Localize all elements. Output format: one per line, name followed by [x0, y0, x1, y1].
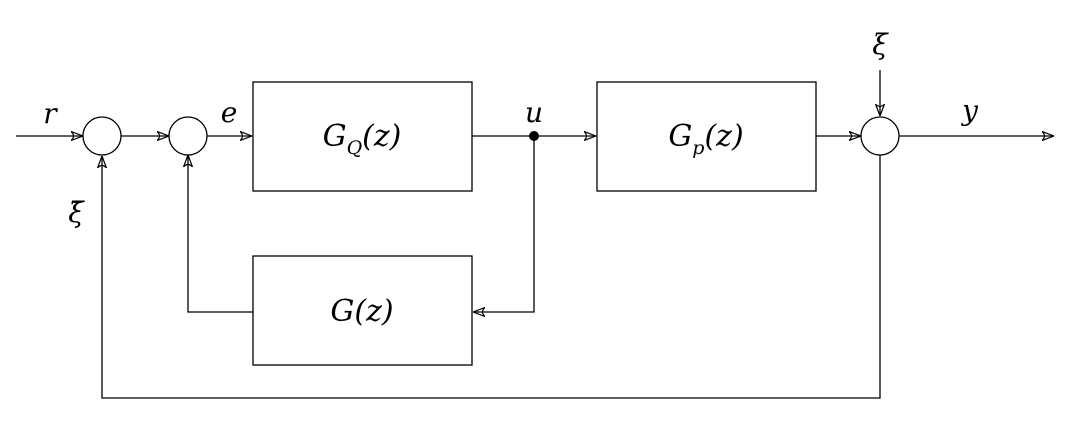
wire-g-to-sum2	[188, 155, 253, 313]
signal-label-r: r	[43, 97, 58, 130]
block-g-label: G(z)	[330, 294, 393, 329]
block-gp-label: Gp(z)	[668, 119, 743, 159]
summing-junction-2	[168, 116, 208, 156]
signal-label-y: y	[960, 94, 979, 127]
signal-label-e: e	[221, 96, 238, 129]
signal-label-xi-bar: ξ̄	[68, 196, 85, 229]
summing-junction-1	[82, 116, 122, 156]
block-gp	[596, 81, 817, 192]
block-g	[252, 255, 473, 366]
block-gq	[252, 81, 473, 192]
wire-feedback-to-sum1	[102, 155, 881, 399]
block-gq-label: GQ(z)	[323, 119, 402, 159]
summing-junction-3	[860, 116, 900, 156]
wire-u-to-g	[473, 136, 535, 312]
branch-point-u	[529, 131, 539, 141]
signal-label-u: u	[525, 96, 543, 129]
signal-label-xi: ξ	[872, 28, 889, 61]
